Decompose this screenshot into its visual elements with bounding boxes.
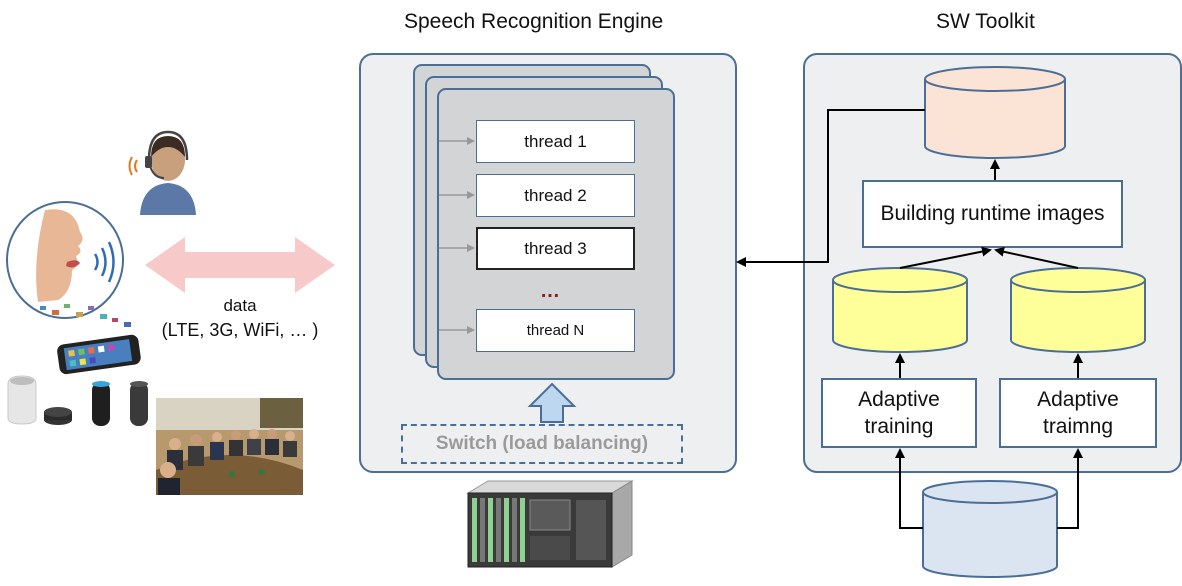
acoustic-model-label: Acoustic model (1038, 289, 1118, 340)
toolkit-title: SW Toolkit (936, 10, 1035, 33)
network-types: (LTE, 3G, WiFi, … ) (161, 319, 319, 340)
thread-1: thread 1 (476, 120, 635, 163)
language-model-label: Language model (853, 289, 947, 340)
adaptive-training-right: Adaptive traimng (999, 378, 1157, 448)
switch-box: Switch (load balancing) (401, 424, 683, 464)
server-rack-icon (466, 480, 634, 568)
engine-title: Speech Recognition Engine (404, 10, 664, 33)
thread-2: thread 2 (476, 174, 635, 217)
internet-label: Internet (208, 260, 272, 279)
smart-speakers-icon (7, 375, 148, 426)
thread-n: thread N (476, 309, 635, 352)
thread-3: thread 3 (476, 227, 635, 270)
meeting-photo (156, 398, 303, 495)
runtime-db-label: Runtime image/ resources (926, 94, 1054, 138)
thread-ellipsis: … (540, 279, 560, 302)
adaptive-training-left: Adaptive training (821, 378, 977, 448)
build-runtime-box: Building runtime images (862, 180, 1123, 248)
data-db-label: Speech/Text Data (domains) (928, 509, 1052, 553)
operator-headset-icon (128, 130, 196, 215)
speaking-head-icon (6, 201, 131, 327)
data-label: data (223, 296, 257, 315)
smartphone-icon (57, 334, 141, 375)
